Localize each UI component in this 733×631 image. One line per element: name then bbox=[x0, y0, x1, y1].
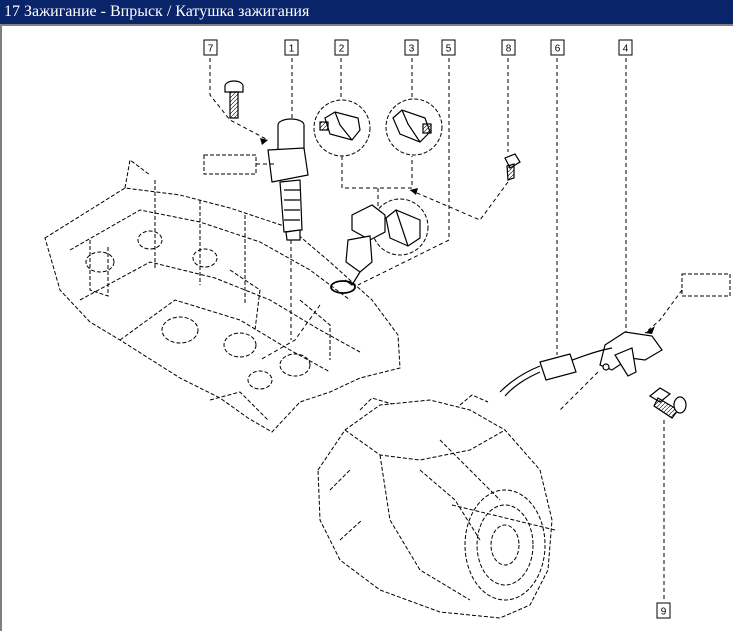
connector-3 bbox=[392, 109, 432, 143]
bolt-8 bbox=[504, 153, 521, 181]
callout-9: 9 bbox=[656, 602, 671, 619]
svg-text:5: 5 bbox=[446, 44, 452, 55]
diagram-frame bbox=[0, 24, 733, 631]
o-ring bbox=[330, 280, 356, 294]
detail-circle-3 bbox=[385, 98, 443, 156]
callout-3: 3 bbox=[404, 39, 419, 56]
callout-2: 2 bbox=[334, 39, 349, 56]
cylinder-head bbox=[44, 159, 401, 433]
sensor-connector-detail bbox=[385, 209, 421, 247]
svg-text:4: 4 bbox=[623, 44, 629, 55]
sensor-wire bbox=[499, 347, 613, 397]
svg-text:2: 2 bbox=[339, 44, 345, 55]
callout-5: 5 bbox=[441, 39, 456, 56]
callout-1: 1 bbox=[284, 39, 299, 56]
gearbox-housing bbox=[317, 394, 556, 619]
leader-lines bbox=[209, 58, 683, 600]
ignition-coil bbox=[267, 118, 309, 241]
crankshaft-sensor bbox=[599, 331, 663, 377]
camshaft-sensor bbox=[344, 204, 386, 286]
torque-label-box-coil bbox=[203, 154, 257, 175]
svg-text:8: 8 bbox=[506, 44, 512, 55]
window-title: 17 Зажигание - Впрыск / Катушка зажигани… bbox=[0, 0, 733, 24]
bolt-9 bbox=[648, 387, 687, 419]
callout-7: 7 bbox=[203, 39, 218, 56]
callout-4: 4 bbox=[618, 39, 633, 56]
torque-label-box-sensor bbox=[681, 273, 731, 297]
callout-6: 6 bbox=[550, 39, 565, 56]
exploded-parts-diagram: 7 1 2 3 5 8 6 4 9 bbox=[44, 39, 731, 619]
svg-text:9: 9 bbox=[661, 607, 667, 618]
connector-2 bbox=[319, 111, 361, 141]
bolt-7 bbox=[224, 80, 244, 119]
svg-text:1: 1 bbox=[289, 44, 295, 55]
svg-text:6: 6 bbox=[555, 44, 561, 55]
svg-text:7: 7 bbox=[208, 44, 214, 55]
arrowheads bbox=[260, 138, 655, 334]
callout-8: 8 bbox=[501, 39, 516, 56]
svg-text:3: 3 bbox=[409, 44, 415, 55]
